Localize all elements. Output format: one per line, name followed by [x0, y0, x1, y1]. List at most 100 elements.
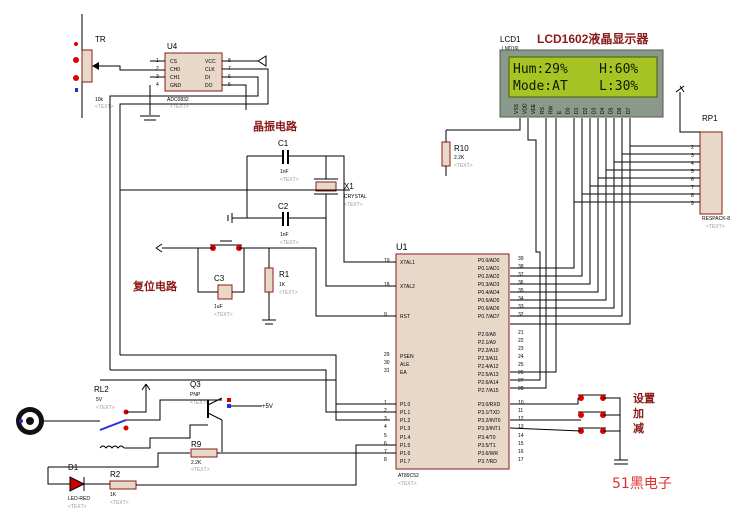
d1-led: D1 LED-RED <TEXT> — [68, 463, 90, 510]
mcu-left-num-0: 19 — [384, 258, 390, 264]
adc-ref: U4 — [167, 42, 178, 51]
r9-text-tag: <TEXT> — [191, 467, 210, 473]
mcu-right-label-20: P3.4/T0 — [478, 435, 496, 441]
lcd-pin-6: D0 — [566, 107, 572, 114]
mcu-right-num-15: 28 — [518, 386, 524, 392]
c1-value: 1nF — [280, 169, 289, 175]
setting-buttons[interactable] — [578, 394, 606, 434]
mcu-at89c52: U1 AT89C52 <TEXT> XTAL119XTAL218RST9PSEN… — [384, 242, 524, 487]
mcu-left-label-0: XTAL1 — [400, 260, 415, 266]
adc-right-pin-3: DO — [205, 83, 213, 89]
mcu-right-num-21: 15 — [518, 441, 524, 447]
adc-left-pin-2: CH1 — [170, 75, 180, 81]
mcu-right-label-15: P2.7/A15 — [478, 388, 499, 394]
c3-capacitor: C3 1uF <TEXT> — [214, 274, 233, 318]
mcu-text-tag: <TEXT> — [398, 481, 417, 487]
mcu-right-num-0: 39 — [518, 256, 524, 262]
lcd-line-1: Hum:29% H:60% — [513, 62, 638, 77]
lcd-pin-13: D7 — [626, 107, 632, 114]
reset-button[interactable] — [210, 240, 242, 251]
mcu-model: AT89C52 — [398, 473, 419, 479]
adc-model: ADC0832 — [167, 97, 189, 103]
r1-value: 1K — [279, 282, 286, 288]
mcu-left-num-10: 5 — [384, 433, 387, 439]
q3-text-tag: <TEXT> — [190, 400, 209, 406]
mcu-right-num-3: 36 — [518, 280, 524, 286]
mcu-right-label-12: P2.4/A12 — [478, 364, 499, 370]
r2-value: 1K — [110, 492, 117, 498]
mcu-left-num-8: 3 — [384, 416, 387, 422]
mcu-left-num-5: 31 — [384, 368, 390, 374]
mcu-left-num-4: 30 — [384, 360, 390, 366]
mcu-right-num-19: 13 — [518, 424, 524, 430]
d1-text-tag: <TEXT> — [68, 504, 87, 510]
rl2-value: 5V — [96, 397, 103, 403]
r1-text-tag: <TEXT> — [279, 290, 298, 296]
mcu-left-label-5: EA — [400, 370, 407, 376]
adc-left-num-3: 4 — [156, 82, 159, 88]
c1-capacitor: C1 1nF <TEXT> — [278, 139, 299, 183]
r1-resistor: R1 1K <TEXT> — [264, 267, 298, 296]
mcu-right-num-20: 14 — [518, 433, 524, 439]
pot-ref: TR — [95, 35, 106, 44]
rp1-pin-7: 9 — [691, 201, 694, 207]
mcu-right-num-1: 38 — [518, 264, 524, 270]
mcu-right-num-12: 25 — [518, 362, 524, 368]
mcu-left-num-11: 6 — [384, 441, 387, 447]
mcu-right-label-10: P2.2/A10 — [478, 348, 499, 354]
mcu-right-label-21: P3.5/T1 — [478, 443, 496, 449]
adc-left-num-1: 2 — [156, 66, 159, 72]
mcu-right-num-4: 35 — [518, 288, 524, 294]
adc-left-pin-1: CH0 — [170, 67, 180, 73]
mcu-right-label-16: P3.0/RXD — [478, 402, 501, 408]
osc-title: 晶振电路 — [253, 119, 298, 133]
lcd-pin-1: VDD — [523, 103, 529, 114]
mcu-right-label-23: P3.7/RD — [478, 459, 497, 465]
mcu-left-num-7: 2 — [384, 408, 387, 414]
c3-text-tag: <TEXT> — [214, 312, 233, 318]
lcd-ref: LCD1 — [500, 35, 521, 44]
lcd-pin-10: D4 — [600, 107, 606, 114]
mcu-left-label-2: RST — [400, 314, 410, 320]
gnd-symbols — [140, 85, 685, 465]
mcu-right-label-19: P3.3/INT1 — [478, 426, 501, 432]
mcu-right-num-22: 16 — [518, 449, 524, 455]
adc-text-tag: <TEXT> — [170, 104, 189, 110]
r9-value: 2.2K — [191, 460, 202, 466]
tr-potentiometer: TR 10k <TEXT> — [73, 35, 114, 110]
mcu-right-num-14: 27 — [518, 378, 524, 384]
lcd-pin-9: D3 — [591, 107, 597, 114]
mcu-left-num-2: 9 — [384, 312, 387, 318]
mcu-right-label-11: P2.3/A11 — [478, 356, 498, 362]
r10-ref: R10 — [454, 144, 469, 153]
q3-value: PNP — [190, 392, 201, 398]
r2-ref: R2 — [110, 470, 121, 479]
rp1-pin-6: 8 — [691, 193, 694, 199]
mcu-right-label-22: P3.6/WR — [478, 451, 498, 457]
mcu-left-num-9: 4 — [384, 424, 387, 430]
c1-text-tag: <TEXT> — [280, 177, 299, 183]
mcu-right-label-17: P3.1/TXD — [478, 410, 500, 416]
mcu-left-num-12: 7 — [384, 449, 387, 455]
rl2-text-tag: <TEXT> — [96, 405, 115, 411]
adc-right-pin-1: CLK — [205, 67, 215, 73]
mcu-right-label-13: P2.5/A13 — [478, 372, 499, 378]
mcu-right-num-23: 17 — [518, 457, 524, 463]
x1-value: CRYSTAL — [344, 194, 367, 200]
mcu-right-num-18: 12 — [518, 416, 524, 422]
r1-ref: R1 — [279, 270, 290, 279]
pot-value: 10k — [95, 97, 104, 103]
c2-value: 1nF — [280, 232, 289, 238]
mcu-right-label-4: P0.4/AD4 — [478, 290, 500, 296]
c3-value: 1uF — [214, 304, 223, 310]
lcd-pin-3: RS — [540, 106, 546, 114]
mcu-right-num-11: 24 — [518, 354, 524, 360]
d1-value: LED-RED — [68, 496, 90, 502]
mcu-left-label-4: ALE — [400, 362, 410, 368]
x1-ref: X1 — [344, 182, 354, 191]
r2-text-tag: <TEXT> — [110, 500, 129, 506]
